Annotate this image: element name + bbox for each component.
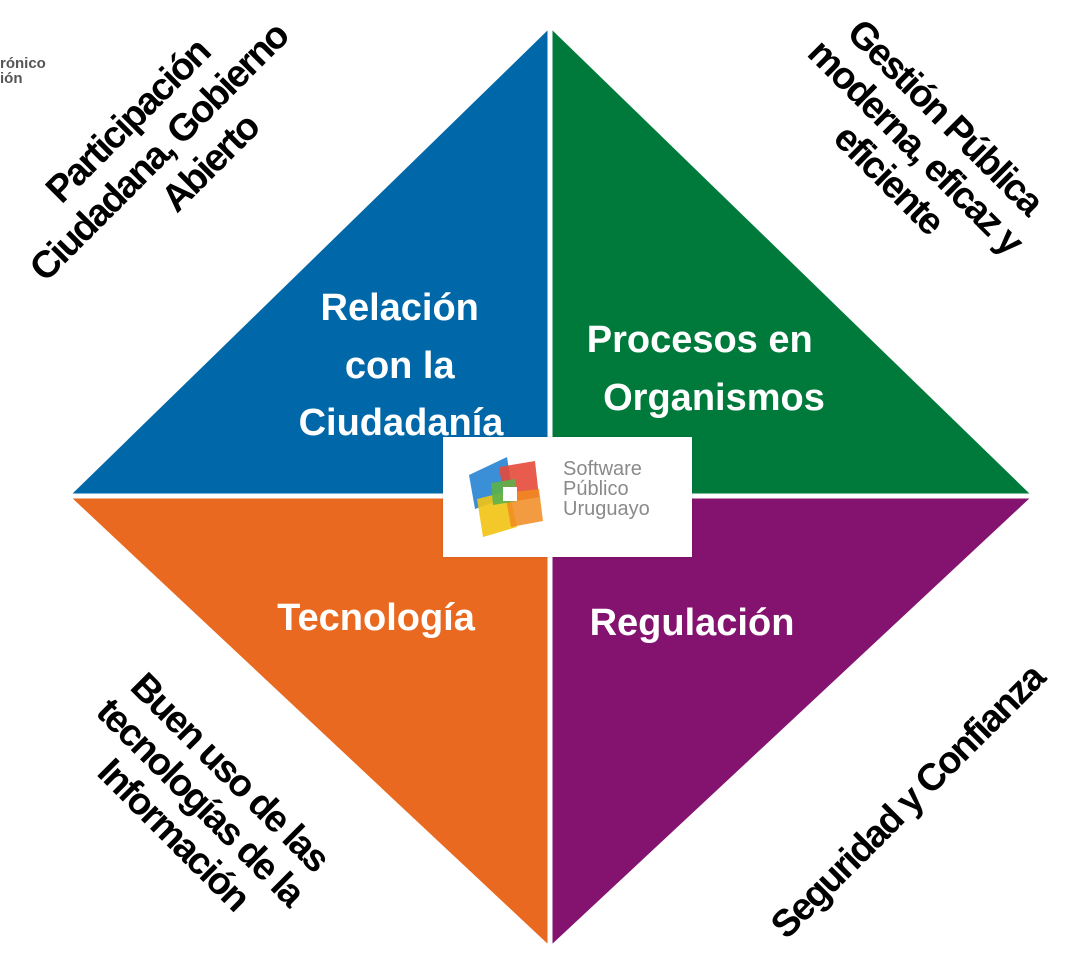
corner-label-top-left: Participación Ciudadana, Gobierno Abiert…: [0, 0, 334, 321]
logo-box: Software Público Uruguayo: [443, 437, 692, 557]
quadrant-label-bottom-left: Tecnología: [277, 597, 476, 639]
quadrant-label-top-left: Relación con la Ciudadanía: [299, 287, 505, 444]
header-fragment: rónico ión: [0, 56, 46, 86]
software-publico-logo-icon: [469, 457, 543, 537]
quadrant-top-right: [550, 28, 1032, 496]
br-line-1: Regulación: [590, 602, 795, 644]
header-fragment-line1: rónico: [0, 55, 46, 72]
logo-text-line-1: Software: [563, 458, 642, 480]
tr-line-1: Procesos en: [587, 319, 813, 361]
header-fragment-line2: ión: [0, 70, 23, 87]
logo-text-line-3: Uruguayo: [563, 498, 650, 520]
bl-line-1: Tecnología: [277, 597, 476, 639]
quadrant-label-top-right: Procesos en Organismos: [587, 319, 825, 419]
corner-label-top-right: Gestión Pública moderna, eficaz y eficie…: [770, 2, 1067, 299]
tl-line-2: con la: [345, 345, 456, 387]
logo-text-line-2: Público: [563, 478, 629, 500]
quadrant-bottom-right: [550, 496, 1032, 946]
logo-text: Software Público Uruguayo: [563, 459, 650, 519]
quadrant-label-bottom-right: Regulación: [590, 602, 795, 644]
quadrant-bottom-left: [70, 496, 550, 946]
tl-line-1: Relación: [321, 287, 479, 329]
ctl-line-2: Ciudadana, Gobierno: [22, 15, 297, 290]
quadrant-top-left: [70, 28, 550, 496]
tr-line-2: Organismos: [603, 377, 825, 419]
